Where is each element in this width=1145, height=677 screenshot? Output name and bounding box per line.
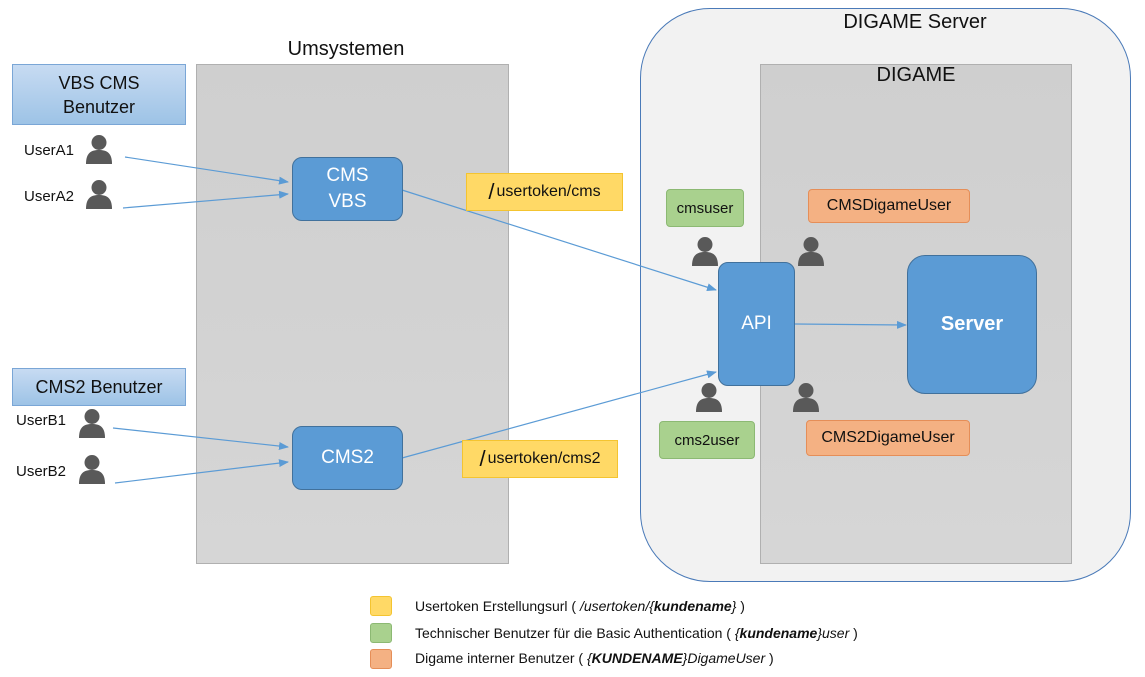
server-node: Server <box>907 255 1037 394</box>
api-node: API <box>718 262 795 386</box>
cms2digameuser-label: CMS2DigameUser <box>821 429 955 446</box>
connector-api-server <box>794 320 907 329</box>
cms2user-person-icon <box>696 383 722 412</box>
vbs-header-line2: Benutzer <box>62 96 136 117</box>
url-cms2-text: usertoken/cms2 <box>487 450 601 467</box>
legend-green-swatch <box>370 623 392 643</box>
cmsdigameuser-person-icon <box>798 237 824 266</box>
cms-vbs-line1: CMS <box>326 165 369 186</box>
connector-a1-cmsvbs <box>124 156 289 185</box>
connector-b2-cms2 <box>114 459 289 484</box>
cms2-node: CMS2 <box>292 426 403 490</box>
usertoken-cms2-url: /usertoken/cms2 <box>462 440 618 478</box>
user-a2-person-icon <box>86 180 112 209</box>
url-slash: / <box>479 446 486 471</box>
cms-vbs-node: CMS VBS <box>292 157 403 221</box>
connector-cms2-api <box>401 370 717 459</box>
usertoken-cms-url: /usertoken/cms <box>466 173 623 211</box>
cmsuser-badge: cmsuser <box>666 189 744 227</box>
user-a1-person-icon <box>86 135 112 164</box>
connector-a2-cmsvbs <box>122 190 289 209</box>
url-slash: / <box>488 179 495 204</box>
vbs-header-line1: VBS CMS <box>58 72 140 93</box>
cmsdigameuser-badge: CMSDigameUser <box>808 189 970 223</box>
url-cms-text: usertoken/cms <box>496 183 601 200</box>
digame-title: DIGAME <box>876 64 956 86</box>
connector-cmsvbs-api <box>401 189 717 292</box>
cms-vbs-line2: VBS <box>328 191 367 212</box>
cms2-label: CMS2 <box>321 447 374 468</box>
connector-b1-cms2 <box>112 427 289 451</box>
cms2digameuser-badge: CMS2DigameUser <box>806 420 970 456</box>
cmsdigameuser-label: CMSDigameUser <box>826 197 952 214</box>
user-b1-person-icon <box>79 409 105 438</box>
legend-orange-text: Digame interner Benutzer ( {KUNDENAME}Di… <box>415 650 774 666</box>
vbs-cms-benutzer-header: VBS CMS Benutzer <box>12 64 186 125</box>
api-label: API <box>741 313 772 334</box>
cmsuser-label: cmsuser <box>676 199 734 217</box>
umsystemen-title: Umsystemen <box>287 38 405 60</box>
cms2-header-label: CMS2 Benutzer <box>35 377 163 397</box>
user-b2-label: UserB2 <box>16 463 67 480</box>
legend-orange-swatch <box>370 649 392 669</box>
cmsuser-person-icon <box>692 237 718 266</box>
user-b2-person-icon <box>79 455 105 484</box>
user-a1-label: UserA1 <box>24 142 75 159</box>
legend-green-text: Technischer Benutzer für die Basic Authe… <box>415 625 858 641</box>
cms2user-badge: cms2user <box>659 421 755 459</box>
digame-server-title: DIGAME Server <box>843 11 987 33</box>
server-label: Server <box>940 313 1004 335</box>
cms2-benutzer-header: CMS2 Benutzer <box>12 368 186 406</box>
user-b1-label: UserB1 <box>16 412 67 429</box>
legend-yellow-swatch <box>370 596 392 616</box>
legend-yellow-text: Usertoken Erstellungsurl ( /usertoken/{k… <box>415 598 745 614</box>
cms2digameuser-person-icon <box>793 383 819 412</box>
user-a2-label: UserA2 <box>24 188 75 205</box>
cms2user-label: cms2user <box>674 431 740 449</box>
